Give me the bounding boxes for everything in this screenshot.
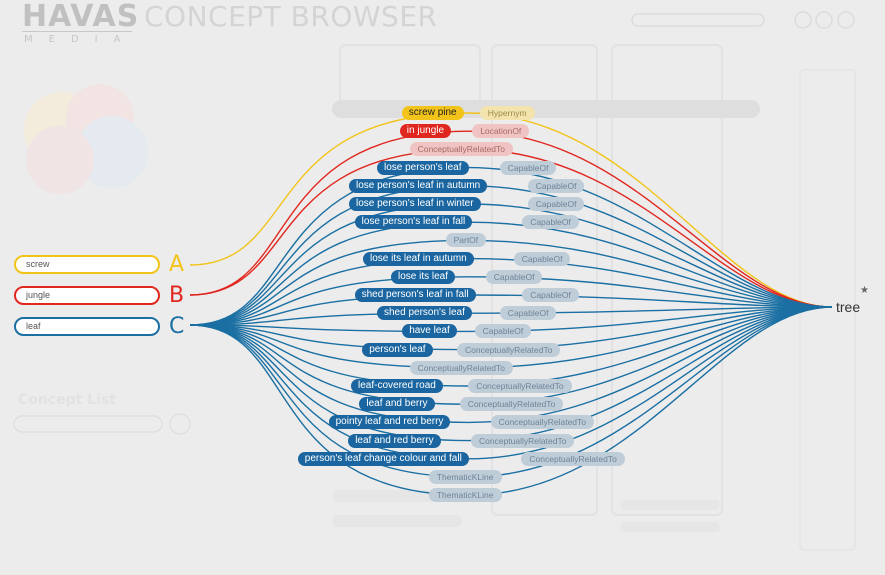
relation-pill[interactable]: ThematicKLine bbox=[428, 470, 502, 484]
concept-pill[interactable]: shed person's leaf in fall bbox=[354, 288, 476, 302]
concept-pill[interactable]: shed person's leaf bbox=[377, 306, 472, 321]
connection-curve bbox=[189, 306, 833, 333]
relation-pill[interactable]: CapableOf bbox=[527, 197, 585, 211]
relation-pill[interactable]: ConceptuallyRelatedTo bbox=[409, 360, 514, 375]
logo-divider bbox=[22, 31, 132, 32]
app-title: CONCEPT BROWSER bbox=[144, 0, 438, 33]
connection-curve bbox=[189, 276, 833, 326]
concept-pill[interactable]: in jungle bbox=[399, 124, 452, 139]
logo-subtitle: MEDIA bbox=[24, 34, 137, 45]
concept-pill[interactable]: person's leaf bbox=[362, 342, 433, 357]
concept-input-b[interactable]: jungle bbox=[14, 286, 160, 305]
star-icon[interactable]: ★ bbox=[860, 285, 869, 296]
relation-pill[interactable]: ConceptuallyRelatedTo bbox=[459, 397, 564, 412]
concept-pill[interactable]: lose person's leaf in fall bbox=[354, 215, 473, 230]
relation-pill[interactable]: ConceptuallyRelatedTo bbox=[468, 379, 572, 393]
relation-pill[interactable]: CapableOf bbox=[522, 288, 579, 302]
concept-letter-b: B bbox=[169, 283, 185, 308]
concept-pill[interactable]: leaf and berry bbox=[359, 397, 435, 412]
relation-pill[interactable]: ConceptuallyRelatedTo bbox=[490, 415, 595, 430]
concept-pill[interactable]: leaf-covered road bbox=[351, 379, 443, 393]
concept-letter-c: C bbox=[169, 314, 185, 339]
concept-pill[interactable]: leaf and red berry bbox=[348, 433, 441, 448]
concept-pill[interactable]: lose person's leaf in autumn bbox=[349, 178, 488, 193]
relation-pill[interactable]: CapableOf bbox=[522, 215, 579, 230]
relation-pill[interactable]: CapableOf bbox=[513, 251, 571, 266]
concept-list-label: Concept List bbox=[18, 392, 116, 408]
concept-input-a[interactable]: screw bbox=[14, 255, 160, 274]
concept-pill[interactable]: lose person's leaf bbox=[377, 160, 469, 175]
relation-pill[interactable]: Hypernym bbox=[479, 106, 535, 120]
relation-pill[interactable]: ConceptuallyRelatedTo bbox=[521, 451, 625, 466]
connection-curve bbox=[189, 166, 833, 326]
relation-pill[interactable]: ConceptuallyRelatedTo bbox=[471, 433, 575, 448]
concept-letter-a: A bbox=[169, 252, 185, 277]
concept-pill[interactable]: pointy leaf and red berry bbox=[328, 415, 451, 430]
relation-pill[interactable]: CapableOf bbox=[527, 178, 585, 193]
concept-pill[interactable]: person's leaf change colour and fall bbox=[297, 451, 469, 466]
relation-pill[interactable]: CapableOf bbox=[485, 269, 543, 284]
connection-curve bbox=[189, 306, 833, 424]
connection-curve bbox=[189, 130, 833, 308]
relation-pill[interactable]: LocationOf bbox=[472, 124, 530, 139]
concept-pill[interactable]: lose person's leaf in winter bbox=[349, 197, 481, 211]
relation-pill[interactable]: ConceptuallyRelatedTo bbox=[409, 142, 514, 157]
concept-pill[interactable]: lose its leaf in autumn bbox=[363, 251, 474, 266]
relation-pill[interactable]: CapableOf bbox=[499, 160, 557, 175]
relation-pill[interactable]: ConceptuallyRelatedTo bbox=[457, 342, 561, 357]
connection-curve bbox=[189, 112, 833, 308]
target-concept-label[interactable]: tree bbox=[836, 299, 861, 315]
connection-curve bbox=[189, 306, 833, 387]
concept-pill[interactable]: lose its leaf bbox=[391, 269, 456, 284]
relation-pill[interactable]: ThematicKLine bbox=[428, 488, 502, 503]
concept-pill[interactable]: have leaf bbox=[402, 324, 457, 339]
connection-curve bbox=[189, 306, 833, 442]
relation-pill[interactable]: CapableOf bbox=[499, 306, 557, 321]
relation-pill[interactable]: PartOf bbox=[445, 233, 487, 248]
concept-pill[interactable]: screw pine bbox=[401, 106, 464, 120]
relation-pill[interactable]: CapableOf bbox=[474, 324, 532, 339]
concept-input-c[interactable]: leaf bbox=[14, 317, 160, 336]
havas-logo: HAVAS bbox=[22, 0, 140, 34]
